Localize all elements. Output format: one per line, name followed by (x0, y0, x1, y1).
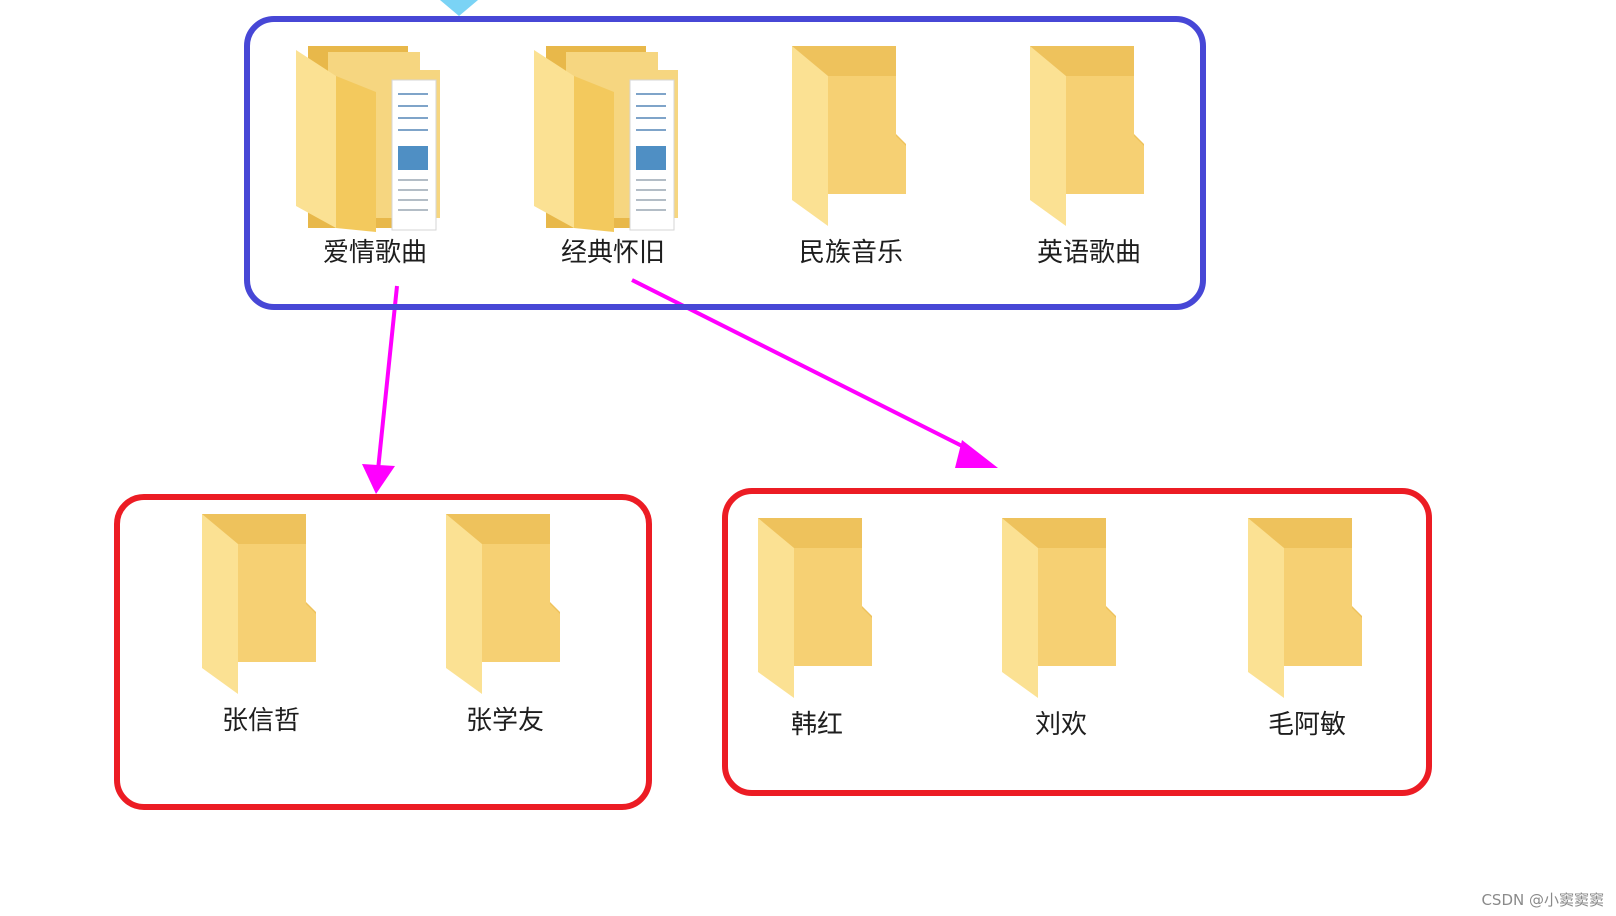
folder-label: 毛阿敏 (1267, 710, 1346, 740)
folder-han-hong[interactable]: 韩红 (722, 512, 912, 752)
partial-arrow-tip (440, 0, 478, 16)
arrow-head-right (955, 440, 998, 468)
folder-icon (202, 514, 316, 694)
folder-icon (758, 518, 872, 698)
folder-label: 英语歌曲 (1036, 238, 1141, 268)
folder-label: 韩红 (790, 710, 843, 740)
folder-english-songs[interactable]: 英语歌曲 (994, 40, 1184, 280)
folder-icon (1002, 518, 1116, 698)
folder-label: 经典怀旧 (560, 238, 665, 268)
arrow-head-left (362, 464, 395, 494)
folder-with-documents-icon (296, 46, 440, 232)
love-songs-singers-group (114, 494, 652, 810)
folder-label: 张学友 (465, 706, 544, 736)
folder-love-songs[interactable]: 爱情歌曲 (280, 40, 470, 280)
folder-zhang-xinzhe[interactable]: 张信哲 (166, 508, 356, 748)
arrow-love-songs-to-left-group (376, 285, 399, 471)
folder-classic-nostalgia[interactable]: 经典怀旧 (518, 40, 708, 280)
classic-singers-group (722, 488, 1432, 796)
folder-label: 刘欢 (1034, 710, 1087, 740)
folder-mao-amin[interactable]: 毛阿敏 (1212, 512, 1402, 752)
folder-icon (1248, 518, 1362, 698)
folder-label: 民族音乐 (798, 238, 903, 268)
folder-zhang-xueyou[interactable]: 张学友 (410, 508, 600, 748)
folder-liu-huan[interactable]: 刘欢 (966, 512, 1156, 752)
folder-ethnic-music[interactable]: 民族音乐 (756, 40, 946, 280)
folder-label: 张信哲 (221, 706, 300, 736)
folder-icon (1030, 46, 1144, 226)
folder-with-documents-icon (534, 46, 678, 232)
top-category-group (244, 16, 1206, 310)
folder-label: 爱情歌曲 (322, 238, 427, 268)
folder-icon (792, 46, 906, 226)
watermark: CSDN @小窦窦窦 (1481, 891, 1604, 909)
folder-icon (446, 514, 560, 694)
